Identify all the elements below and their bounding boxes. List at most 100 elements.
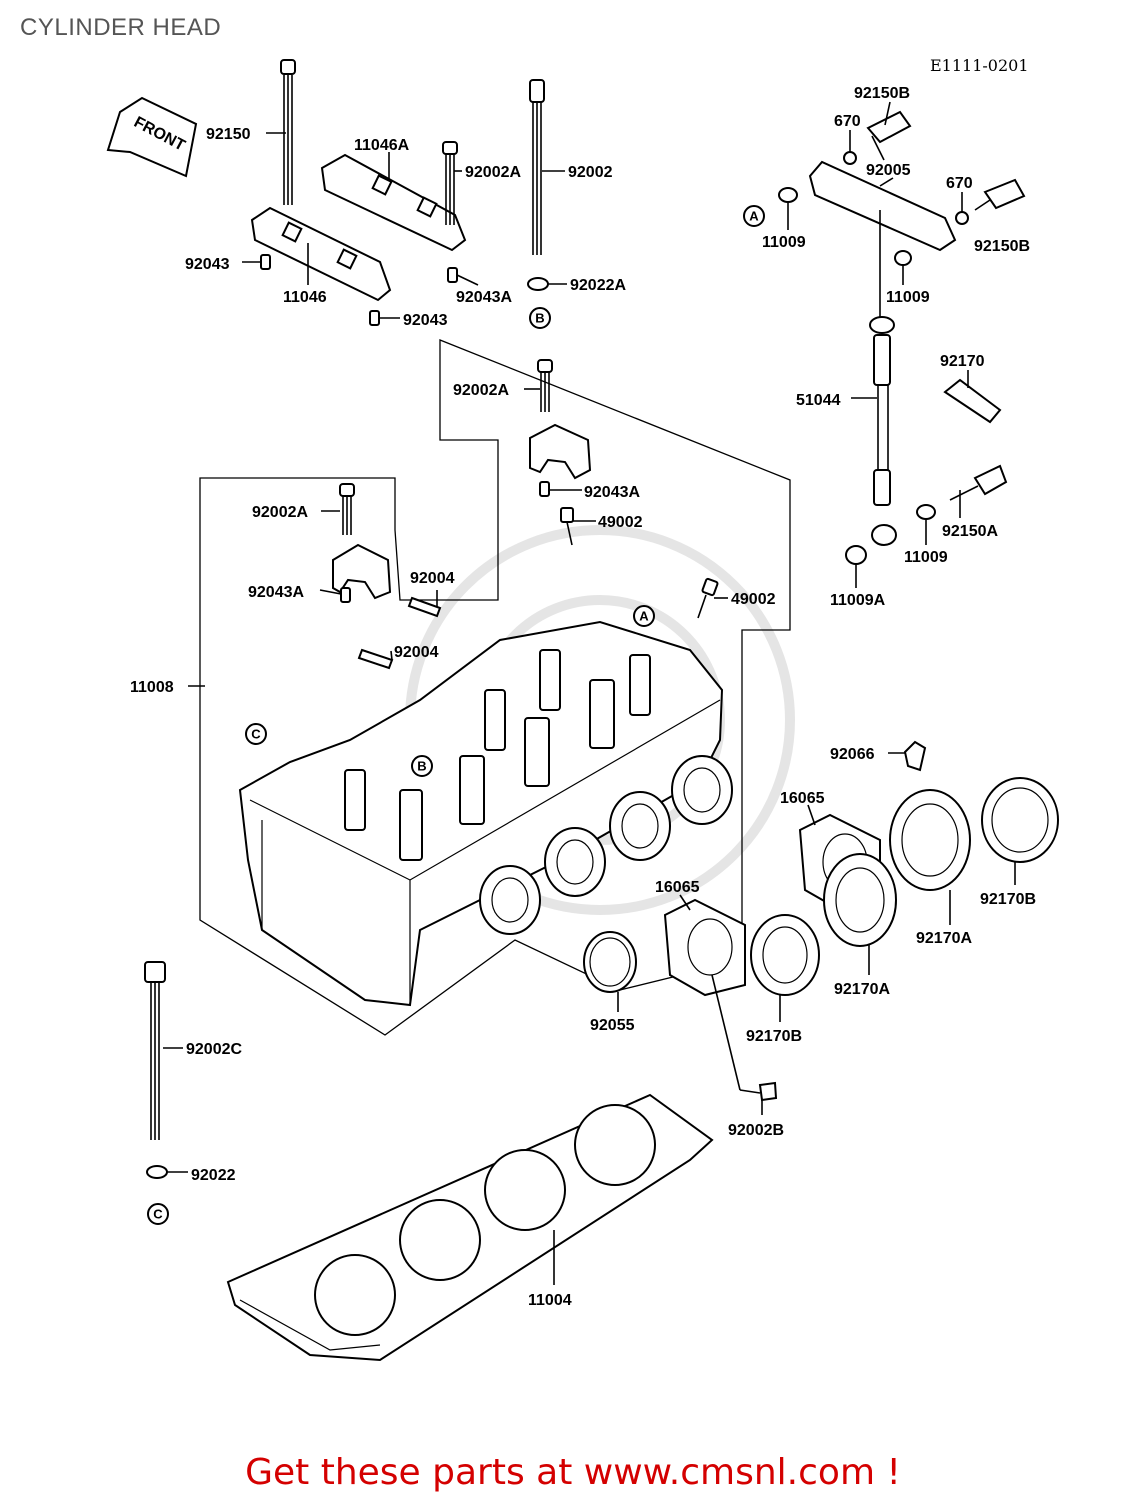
cylinder-head-group-outline: [199, 339, 791, 1036]
label-11008: 11008: [130, 679, 174, 696]
bolt-92002a-mid: [537, 359, 553, 412]
cylinder-head-11008: [238, 620, 733, 1007]
head-gasket-11004: [226, 1093, 714, 1362]
dowel-92043a-left: [340, 587, 351, 603]
holder-16065-b: [663, 898, 746, 997]
pin-92066: [903, 740, 927, 772]
label-92150: 92150: [206, 126, 251, 143]
bolt-92150: [280, 59, 296, 205]
washer-11009-c: [916, 504, 936, 520]
label-92066: 92066: [830, 746, 875, 763]
label-11009-b: 11009: [886, 289, 930, 306]
label-92043-left: 92043: [185, 256, 230, 273]
clamp-92170a-a: [889, 789, 971, 891]
label-92002: 92002: [568, 164, 613, 181]
pin-92170: [943, 378, 1002, 424]
label-11009a: 11009A: [830, 592, 886, 609]
stud-92004-b: [357, 648, 394, 670]
diagram-code: E1111-0201: [930, 56, 1029, 75]
label-92055: 92055: [590, 1017, 635, 1034]
leader-lines: [163, 101, 1016, 1285]
plug-49002-mid: [560, 507, 574, 546]
label-11004: 11004: [528, 1292, 572, 1309]
label-92002a-top: 92002A: [465, 164, 521, 181]
label-92005: 92005: [866, 162, 911, 179]
label-11009-a: 11009: [762, 234, 806, 251]
label-16065-a: 16065: [780, 790, 825, 807]
bolt-92150a: [949, 464, 1008, 501]
clamp-92170b-right: [981, 777, 1059, 863]
camshaft-holder-11046a: [320, 153, 467, 252]
washer-11009-a: [778, 187, 798, 203]
label-92043-bottom: 92043: [403, 312, 448, 329]
ref-mark-b-head: B: [417, 759, 426, 774]
label-92002a-left: 92002A: [252, 504, 308, 521]
label-92170b-right: 92170B: [980, 891, 1036, 908]
ref-mark-a-head: A: [639, 609, 649, 624]
label-11009-c: 11009: [904, 549, 948, 566]
label-11046: 11046: [283, 289, 327, 306]
bolt-92002c: [144, 961, 166, 1140]
label-11046a: 11046A: [354, 137, 410, 154]
dowel-92043a-top: [447, 267, 458, 283]
bolt-92150b-top: [866, 110, 912, 161]
label-92022a: 92022A: [570, 277, 626, 294]
page-title: CYLINDER HEAD: [20, 14, 222, 41]
label-92170b-bottom: 92170B: [746, 1028, 802, 1045]
stud-92002: [529, 79, 545, 255]
label-92170: 92170: [940, 353, 985, 370]
label-92002c: 92002C: [186, 1041, 242, 1058]
label-92170a-a: 92170A: [916, 930, 972, 947]
washer-670-a: [843, 151, 857, 165]
clamp-92170b-bottom: [750, 914, 820, 996]
washer-11009a: [845, 545, 867, 565]
dowel-92043-bottom: [369, 310, 380, 326]
bolt-92002b: [739, 1081, 778, 1102]
ref-mark-c-bottom: C: [153, 1207, 163, 1222]
bolt-92002a-top: [442, 141, 458, 225]
label-92170a-b: 92170A: [834, 981, 890, 998]
label-670-b: 670: [946, 175, 973, 192]
exploded-parts-diagram: FRONT: [106, 59, 1059, 1362]
label-92022: 92022: [191, 1167, 236, 1184]
cap-left: [332, 543, 392, 600]
label-92043a-left: 92043A: [248, 584, 304, 601]
camshaft-holder-11046: [250, 206, 392, 302]
label-16065-b: 16065: [655, 879, 700, 896]
promo-link-text[interactable]: Get these parts at www.cmsnl.com !: [245, 1452, 901, 1493]
bolt-92002a-left: [339, 483, 355, 535]
bracket-92005: [808, 160, 957, 330]
ref-mark-c-head: C: [251, 727, 261, 742]
label-92150b-right: 92150B: [974, 238, 1030, 255]
washer-670-b: [955, 211, 969, 225]
reference-marks: B A A B C C: [147, 205, 765, 1225]
part-labels: 92150 11046A 92002A 92002 92043 11046 92…: [130, 85, 1036, 1309]
label-92004-a: 92004: [410, 570, 455, 587]
stud-92004-a: [407, 596, 442, 618]
label-92002b: 92002B: [728, 1122, 784, 1139]
clamp-92170a-b: [823, 853, 897, 947]
label-92002a-mid: 92002A: [453, 382, 509, 399]
front-arrow: FRONT: [106, 96, 198, 178]
oring-92055: [583, 931, 637, 993]
label-49002-right: 49002: [731, 591, 776, 608]
label-92043a-top: 92043A: [456, 289, 512, 306]
label-51044: 51044: [796, 392, 841, 409]
plug-49002-right: [697, 577, 719, 619]
oil-pipe-51044: [869, 316, 897, 546]
label-92150a: 92150A: [942, 523, 998, 540]
washer-92022: [146, 1165, 168, 1179]
dowel-92043-left: [260, 254, 271, 270]
ref-mark-a-right: A: [749, 209, 759, 224]
cap-mid: [529, 423, 592, 480]
label-92004-b: 92004: [394, 644, 439, 661]
bolt-92150b-right: [974, 178, 1026, 211]
washer-92022a: [527, 277, 549, 291]
dowel-92043a-mid: [539, 481, 550, 497]
ref-mark-b-top: B: [535, 311, 544, 326]
washer-11009-b: [894, 250, 912, 266]
label-92150b-top: 92150B: [854, 85, 910, 102]
label-49002-mid: 49002: [598, 514, 643, 531]
label-92043a-mid: 92043A: [584, 484, 640, 501]
label-670-a: 670: [834, 113, 861, 130]
